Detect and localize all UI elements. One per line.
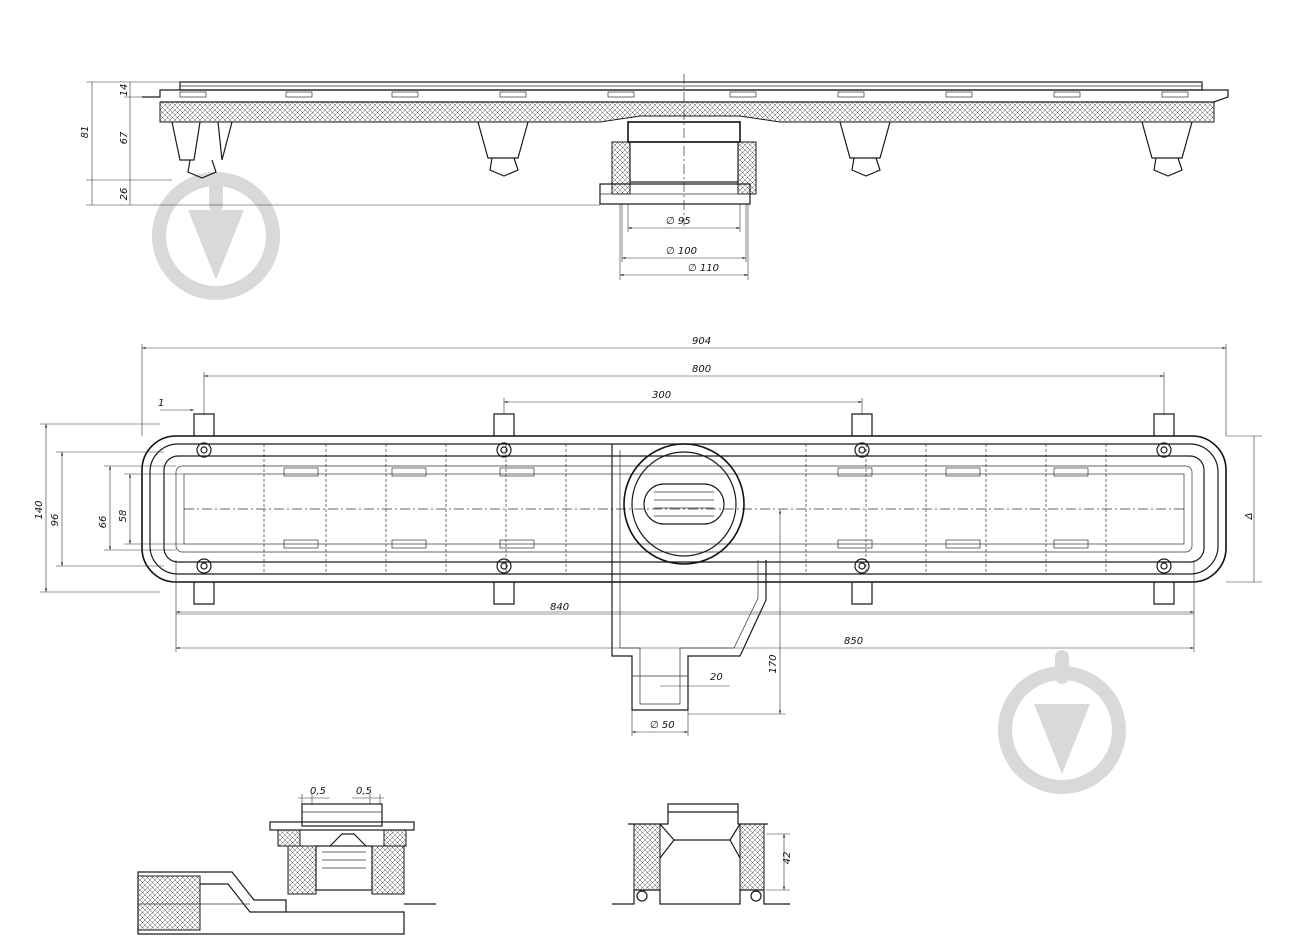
dim-14: 14 xyxy=(119,84,130,97)
dim-96: 96 xyxy=(50,514,61,527)
dim-20: 20 xyxy=(710,672,723,683)
mount-screw xyxy=(196,442,1172,574)
drain-outlet xyxy=(599,74,757,226)
section-detail-right: 42 xyxy=(612,803,793,905)
dim-840: 840 xyxy=(550,602,569,613)
dim-170: 170 xyxy=(768,654,779,673)
section-detail-left: 0,5 0,5 xyxy=(137,786,436,935)
dim-26: 26 xyxy=(119,188,130,201)
side-mark: Δ xyxy=(1244,512,1255,520)
side-view: 81 14 67 26 ∅ 95 ∅ 100 ∅ 110 xyxy=(80,74,1229,280)
support-leg xyxy=(1141,121,1193,177)
support-leg xyxy=(839,121,891,177)
dim-904: 904 xyxy=(692,336,711,347)
support-leg xyxy=(477,121,529,177)
dim-dia-100: ∅ 100 xyxy=(666,246,697,257)
dim-dia-95: ∅ 95 xyxy=(666,216,691,227)
drain-siphon xyxy=(611,443,767,711)
dim-140: 140 xyxy=(34,500,45,519)
support-leg xyxy=(171,121,233,179)
plan-view: 904 800 300 1 140 96 66 58 840 850 170 2… xyxy=(34,336,1262,736)
dim-66: 66 xyxy=(98,516,109,529)
dim-81: 81 xyxy=(80,126,91,139)
download-arrow-icon xyxy=(998,650,1126,794)
dim-67: 67 xyxy=(119,131,130,144)
dim-1: 1 xyxy=(158,398,164,409)
dim-42: 42 xyxy=(782,852,793,865)
dim-dia-50: ∅ 50 xyxy=(650,720,675,731)
dim-300: 300 xyxy=(652,390,671,401)
dim-850: 850 xyxy=(844,636,863,647)
dim-58: 58 xyxy=(118,510,129,523)
dim-gap-left: 0,5 xyxy=(310,786,326,797)
dim-gap-right: 0,5 xyxy=(356,786,372,797)
dim-800: 800 xyxy=(692,364,711,375)
download-arrow-icon xyxy=(152,172,280,300)
dim-dia-110: ∅ 110 xyxy=(688,263,719,274)
